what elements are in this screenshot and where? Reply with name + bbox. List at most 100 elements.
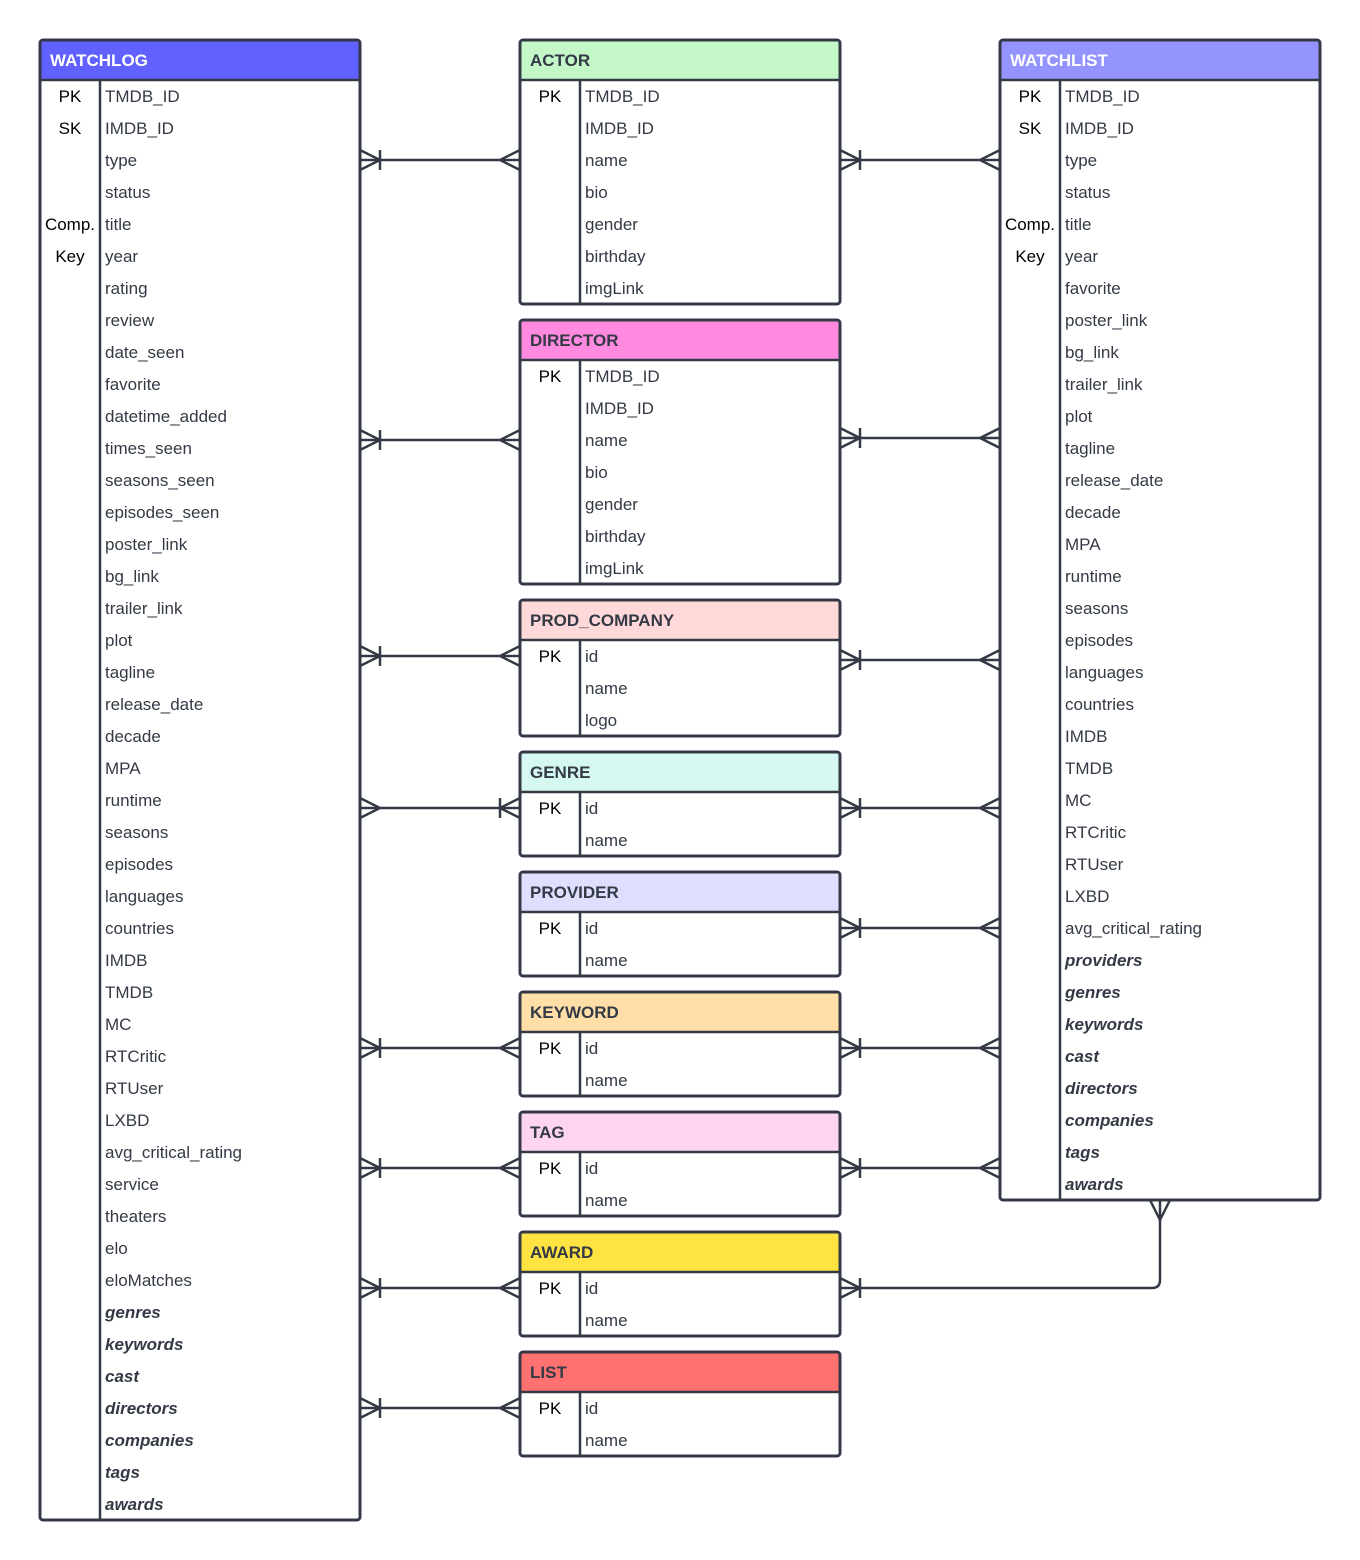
entity-border <box>518 750 842 858</box>
relationship-actor-watchlist <box>839 148 1001 172</box>
field-name: poster_link <box>1065 311 1148 330</box>
field-name: runtime <box>105 791 162 810</box>
crows-foot-marker <box>977 796 1001 820</box>
field-name: type <box>1065 151 1097 170</box>
field-name: datetime_added <box>105 407 227 426</box>
field-name: episodes_seen <box>105 503 219 522</box>
crows-foot-marker <box>497 428 521 452</box>
crows-foot-marker <box>497 148 521 172</box>
field-name: LXBD <box>1065 887 1109 906</box>
key-label: Key <box>1015 247 1045 266</box>
field-name: id <box>585 1399 598 1418</box>
field-name: status <box>1065 183 1110 202</box>
relationship-genre-watchlist <box>839 796 1001 820</box>
entity-title: LIST <box>530 1363 567 1382</box>
field-name: RTCritic <box>1065 823 1127 842</box>
field-name: name <box>585 151 628 170</box>
field-name: id <box>585 919 598 938</box>
field-name: theaters <box>105 1207 166 1226</box>
entity-header <box>520 40 840 80</box>
field-name: IMDB <box>105 951 148 970</box>
relationship-award-watchlist <box>839 1199 1172 1300</box>
entity-title: DIRECTOR <box>530 331 618 350</box>
field-name: tagline <box>105 663 155 682</box>
field-name: TMDB <box>1065 759 1113 778</box>
field-name: imgLink <box>585 279 644 298</box>
entity-border <box>518 598 842 738</box>
field-name: times_seen <box>105 439 192 458</box>
relationship-prod-company-watchlist <box>839 648 1001 672</box>
field-name: genres <box>104 1303 161 1322</box>
field-name: LXBD <box>105 1111 149 1130</box>
field-name: bio <box>585 463 608 482</box>
field-name: TMDB <box>105 983 153 1002</box>
crows-foot-marker <box>497 1396 521 1420</box>
crows-foot-marker <box>977 1036 1001 1060</box>
field-name: favorite <box>1065 279 1121 298</box>
key-label: Comp. <box>45 215 95 234</box>
entity-header <box>520 992 840 1032</box>
entity-border <box>518 1350 842 1458</box>
field-name: cast <box>1065 1047 1100 1066</box>
relationship-provider-watchlist <box>839 916 1001 940</box>
field-name: IMDB_ID <box>585 399 654 418</box>
field-name: RTCritic <box>105 1047 167 1066</box>
entity-header <box>520 600 840 640</box>
entity-title: KEYWORD <box>530 1003 619 1022</box>
key-label: PK <box>539 1399 562 1418</box>
field-name: year <box>1065 247 1098 266</box>
field-name: tags <box>105 1463 140 1482</box>
crows-foot-marker <box>1148 1199 1172 1223</box>
crows-foot-marker <box>977 148 1001 172</box>
crows-foot-marker <box>977 916 1001 940</box>
entity-title: PROD_COMPANY <box>530 611 675 630</box>
entity-border <box>518 1110 842 1218</box>
field-name: keywords <box>1065 1015 1143 1034</box>
entity-list[interactable]: LIST PK id name <box>518 1350 842 1458</box>
field-name: seasons <box>1065 599 1128 618</box>
field-name: id <box>585 647 598 666</box>
field-name: trailer_link <box>1065 375 1143 394</box>
field-name: name <box>585 1431 628 1450</box>
entity-border <box>998 38 1322 1202</box>
field-name: tagline <box>1065 439 1115 458</box>
field-name: review <box>105 311 155 330</box>
field-name: episodes <box>105 855 173 874</box>
entity-border <box>518 870 842 978</box>
entity-header <box>520 872 840 912</box>
field-name: type <box>105 151 137 170</box>
field-name: plot <box>1065 407 1093 426</box>
field-name: runtime <box>1065 567 1122 586</box>
entity-border <box>518 990 842 1098</box>
entity-border <box>38 38 362 1522</box>
key-label: PK <box>539 1039 562 1058</box>
entity-border <box>518 38 842 306</box>
field-name: title <box>105 215 131 234</box>
key-label: PK <box>539 919 562 938</box>
field-name: birthday <box>585 527 646 546</box>
field-name: name <box>585 679 628 698</box>
field-name: genres <box>1064 983 1121 1002</box>
field-name: poster_link <box>105 535 188 554</box>
field-name: cast <box>105 1367 140 1386</box>
crows-foot-marker <box>497 644 521 668</box>
field-name: status <box>105 183 150 202</box>
key-label: PK <box>539 647 562 666</box>
field-name: rating <box>105 279 148 298</box>
key-label: PK <box>539 367 562 386</box>
entity-header <box>520 1352 840 1392</box>
entity-header <box>1000 40 1320 80</box>
relationship-watchlog-award <box>359 1276 521 1300</box>
field-name: IMDB_ID <box>585 119 654 138</box>
